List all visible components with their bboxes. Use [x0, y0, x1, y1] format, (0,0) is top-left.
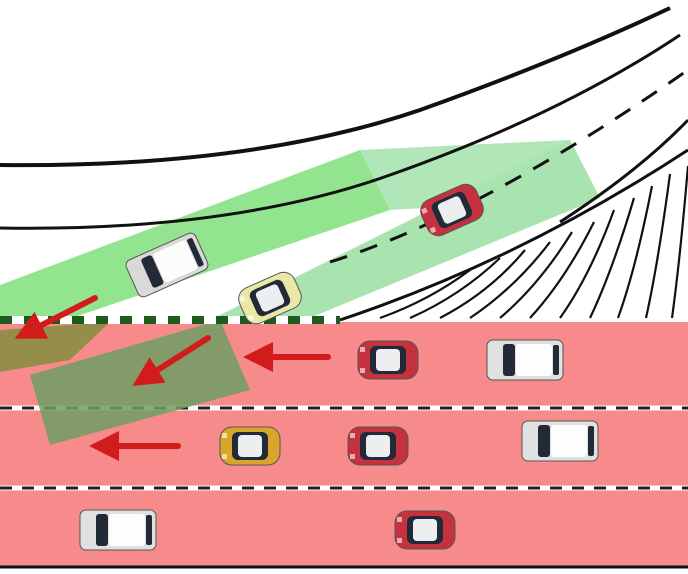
ramp-arrow	[14, 295, 98, 339]
ramp-center-dash	[329, 68, 688, 264]
lane2-red-car	[347, 426, 409, 466]
highway	[0, 322, 688, 574]
traffic-arrows	[14, 295, 331, 461]
ramp-light-green-zone-upper	[360, 140, 600, 210]
ramp-outer-edge	[0, 6, 671, 168]
lane2-yellow-car	[219, 426, 281, 466]
merge-arrow	[132, 335, 211, 387]
lane1-white-suv	[486, 339, 564, 381]
lane3-red-car	[394, 510, 456, 550]
highway-bottom-edge	[0, 566, 688, 574]
ramp-right-edge	[559, 118, 688, 224]
ramp-inner-edge	[0, 33, 681, 230]
lane1-red-car	[357, 340, 419, 380]
lane2-white-suv	[521, 420, 599, 462]
lane3-white-suv	[79, 509, 157, 551]
